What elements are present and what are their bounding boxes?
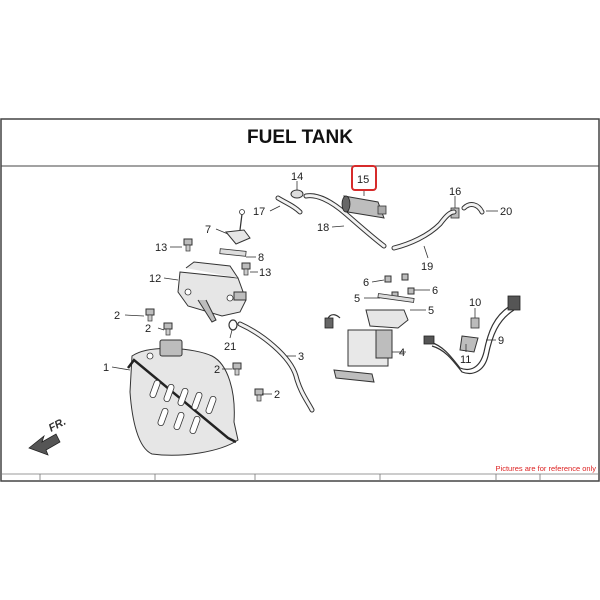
sensor-cap-part [225,209,251,245]
callout-19: 19 [421,261,433,273]
gasket-part [377,293,415,303]
callout-5: 5 [354,293,360,305]
callout-5: 5 [428,305,434,317]
callout-16: 16 [449,186,461,198]
fuel-tank-part [127,339,239,456]
callout-8: 8 [258,252,264,264]
callout-21: 21 [224,341,236,353]
clip-part [219,248,247,257]
callout-2: 2 [145,323,151,335]
fuel-pump-part [324,309,409,383]
reference-disclaimer: Pictures are for reference only [496,464,597,473]
tank-hose-part [237,321,315,413]
clamp-part [290,189,304,199]
nut-parts [384,273,415,299]
callout-18: 18 [317,222,329,234]
front-direction-arrow-icon: FR. [28,416,68,456]
charcoal-canister-part [341,195,387,219]
callout-11: 11 [460,354,471,366]
o-ring-part [228,319,238,331]
callout-13: 13 [259,267,271,279]
holder-part [459,335,479,353]
callout-15: 15 [357,174,369,186]
vent-hose-part [391,209,457,251]
outlet-hose-part [461,202,485,215]
leader-lines [111,181,498,395]
callout-14: 14 [291,171,303,183]
connector-part [470,317,480,329]
tank-bracket-part [177,261,247,323]
callout-2: 2 [114,310,120,322]
breather-hose-part [275,195,303,215]
callout-1: 1 [103,362,109,374]
callout-9: 9 [498,335,504,347]
front-direction-label: FR. [47,416,68,435]
callout-20: 20 [500,206,512,218]
callout-labels: 1 2 2 2 2 3 4 5 5 6 6 7 8 9 10 11 12 13 … [103,171,512,401]
callout-10: 10 [469,297,481,309]
footer-ticks [39,474,541,481]
bolt-parts [145,238,264,402]
callout-17: 17 [253,206,265,218]
callout-3: 3 [298,351,304,363]
parts-diagram: FUEL TANK Pictures are for reference onl… [0,118,600,482]
callout-12: 12 [149,273,161,285]
callout-7: 7 [205,224,211,236]
canister-hose-part [303,193,387,249]
callout-6: 6 [363,277,369,289]
diagram-title: FUEL TANK [247,127,353,148]
diagram-border [0,118,600,482]
callout-2: 2 [274,389,280,401]
callout-4: 4 [399,347,405,359]
callout-2: 2 [214,364,220,376]
callout-13: 13 [155,242,167,254]
wire-harness-part [423,295,521,375]
highlight-box-part-15 [351,165,377,191]
callout-6: 6 [432,285,438,297]
